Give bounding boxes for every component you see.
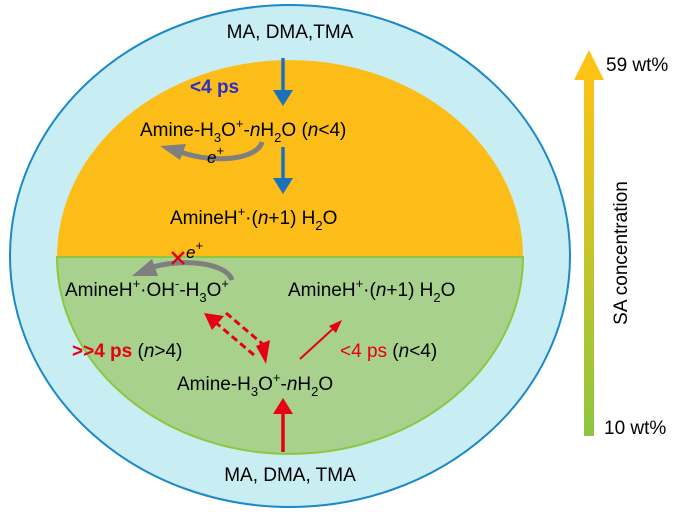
- concentration-arrow-head: [574, 50, 604, 80]
- bottom-electron-label: e+: [186, 238, 203, 262]
- blue-arrow-top-2-head: [273, 178, 293, 194]
- scale-axis-label: SA concentration: [611, 181, 632, 325]
- top-complex: Amine-H3O+-nH2O (n<4): [140, 116, 346, 145]
- top-half-disc: [57, 60, 523, 258]
- outer-bottom-label: MA, DMA, TMA: [224, 465, 356, 486]
- bottom-gray-curve-arrow: [149, 260, 235, 282]
- bottom-slow-label: >>4 ps (n>4): [72, 341, 182, 362]
- scale-bottom-label: 10 wt%: [604, 418, 666, 439]
- outer-top-label: MA, DMA,TMA: [227, 22, 354, 43]
- red-fast-arrow-head: [329, 320, 342, 333]
- top-time-label: <4 ps: [190, 77, 239, 98]
- red-dashed-equilibrium-arrow: [204, 311, 270, 364]
- top-electron-label: e+: [207, 143, 224, 167]
- bottom-fast-label: <4 ps (n<4): [340, 341, 437, 362]
- top-product: AmineH+·(n+1) H2O: [170, 204, 337, 233]
- top-gray-curve-arrow: [179, 140, 265, 162]
- bottom-left-species: AmineH+·OH--H3O+: [65, 276, 229, 305]
- red-up-arrow-head: [273, 398, 293, 414]
- bottom-gray-curve-arrow-head: [132, 259, 158, 276]
- blue-arrow-top-1-head: [273, 90, 293, 106]
- blocked-cross-icon: [171, 251, 185, 265]
- bottom-right-species: AmineH+·(n+1) H2O: [288, 276, 455, 305]
- bottom-complex: Amine-H3O+-nH2O: [177, 370, 333, 399]
- scale-top-label: 59 wt%: [606, 55, 668, 76]
- bottom-half-disc: [55, 256, 525, 455]
- concentration-gradient-bar: [584, 76, 594, 436]
- top-gray-curve-arrow-head: [160, 144, 186, 160]
- red-fast-arrow: [299, 325, 337, 360]
